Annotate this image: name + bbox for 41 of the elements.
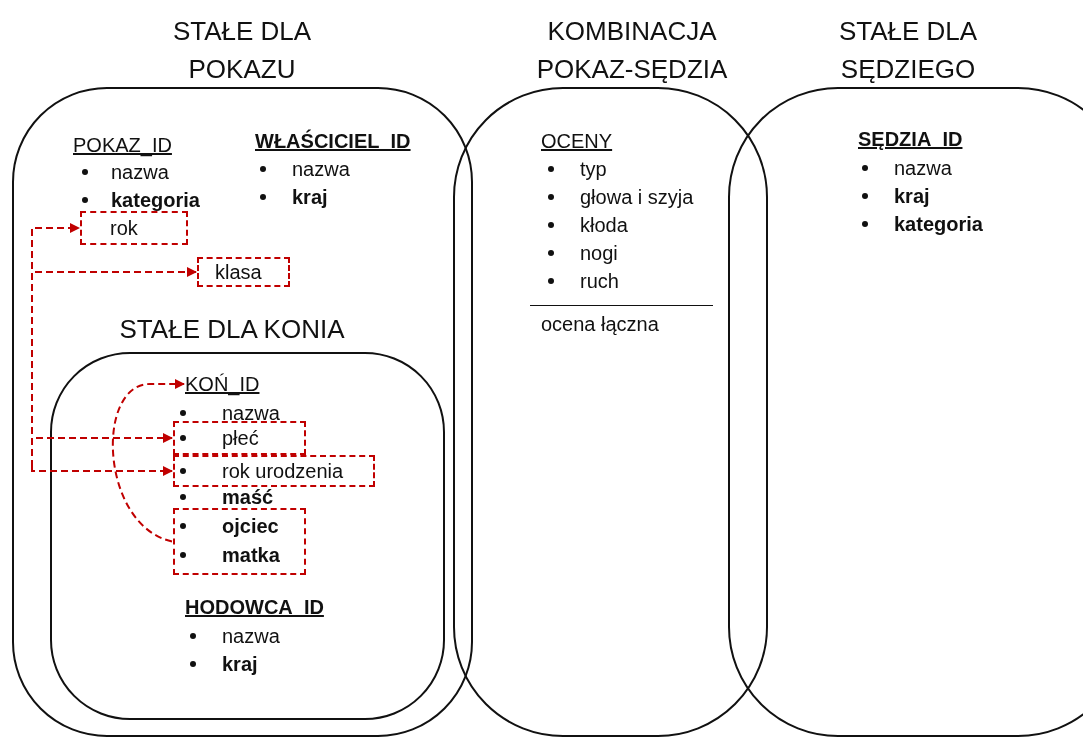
dashed-highlight-box <box>173 455 375 487</box>
attribute-text: kategoria <box>894 212 983 236</box>
region-title: STAŁE DLA POKAZU <box>171 15 313 86</box>
region-title: STAŁE DLA SĘDZIEGO <box>837 15 979 86</box>
dashed-highlight-box <box>173 421 306 455</box>
attribute-text: maść <box>222 485 274 509</box>
attribute-text: nazwa <box>222 624 280 648</box>
dashed-highlight-box <box>80 211 188 245</box>
dashed-arrow <box>31 466 173 476</box>
attribute-text: ojciec <box>222 514 279 538</box>
attribute-text: nazwa <box>292 157 350 181</box>
attribute-text: płeć <box>222 426 259 450</box>
entity-heading: SĘDZIA_ID <box>858 127 963 151</box>
entity-heading: KOŃ_ID <box>185 372 260 396</box>
attribute-text: nogi <box>580 241 618 265</box>
attribute-text: rok urodzenia <box>222 459 344 483</box>
attribute-text: kłoda <box>580 213 628 237</box>
dashed-highlight-box <box>197 257 290 287</box>
attribute-text: nazwa <box>222 401 280 425</box>
attribute-text: nazwa <box>111 160 169 184</box>
entity-heading: HODOWCA_ID <box>185 595 324 619</box>
attribute-text: rok <box>110 216 138 240</box>
dashed-arrow <box>31 433 173 468</box>
attribute-text: nazwa <box>894 156 952 180</box>
region-title: STAŁE DLA KONIA <box>118 313 346 346</box>
attribute-text: głowa i szyja <box>580 185 694 209</box>
attribute-text: matka <box>222 543 280 567</box>
attribute-text: klasa <box>215 260 262 284</box>
attribute-text: kraj <box>894 184 930 208</box>
attribute-text: kategoria <box>111 188 200 212</box>
dashed-arrow <box>112 379 185 543</box>
region-title: KOMBINACJA POKAZ-SĘDZIA <box>535 15 729 86</box>
attribute-text: ruch <box>580 269 619 293</box>
attribute-text: typ <box>580 157 607 181</box>
entity-heading: OCENY <box>541 129 613 153</box>
entity-heading: POKAZ_ID <box>73 133 172 157</box>
attribute-text: kraj <box>292 185 328 209</box>
attribute-text: kraj <box>222 652 258 676</box>
dashed-highlight-box <box>173 508 306 575</box>
entity-heading: WŁAŚCICIEL_ID <box>255 129 411 153</box>
total-score-text: ocena łączna <box>541 312 659 336</box>
